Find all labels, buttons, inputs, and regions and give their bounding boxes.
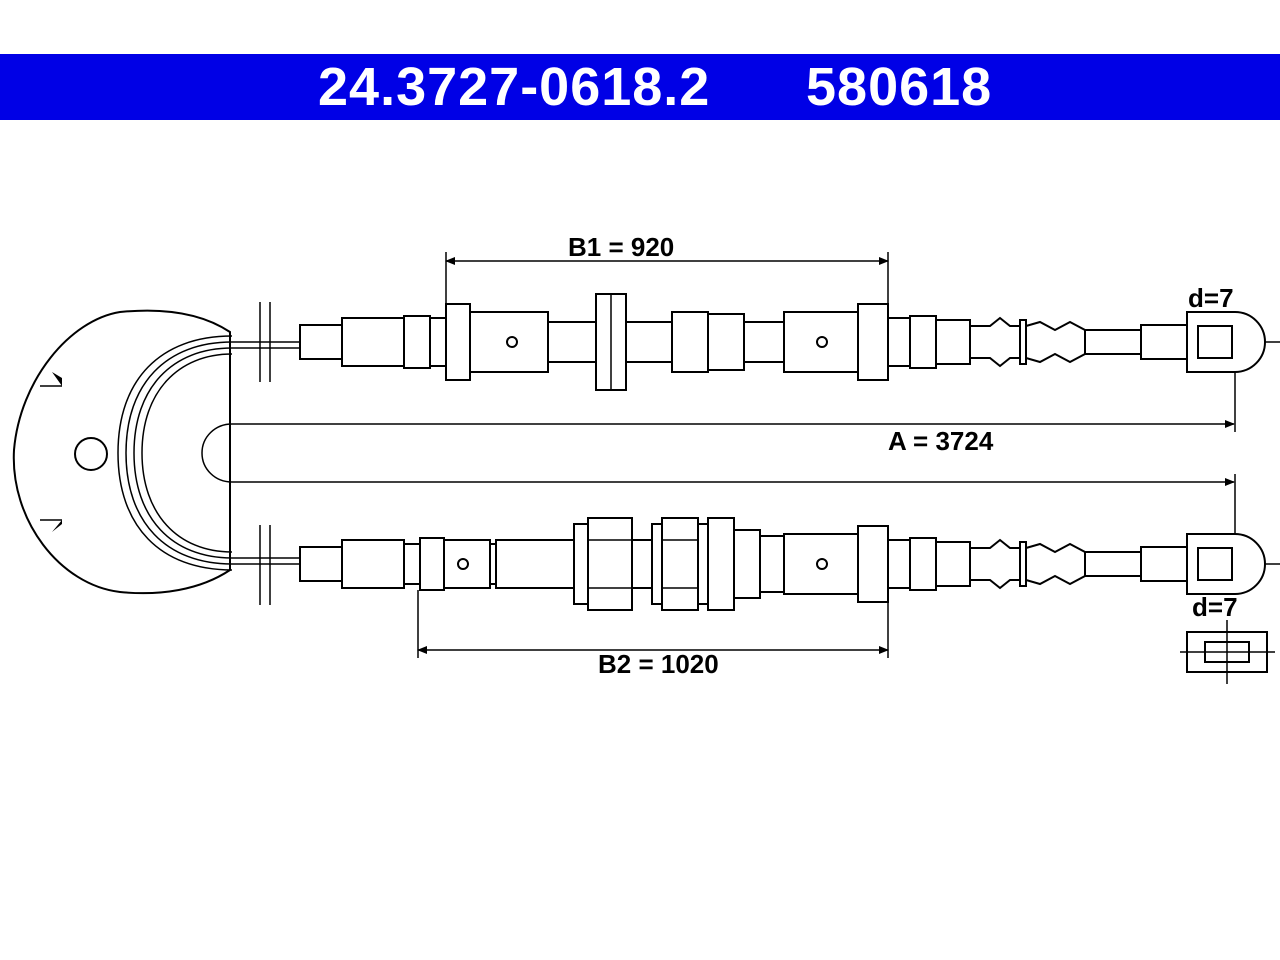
reference-number: 580618 bbox=[806, 57, 993, 117]
upper-cable bbox=[232, 293, 1280, 391]
dimension-b1 bbox=[445, 252, 889, 304]
u-cable bbox=[117, 335, 233, 571]
dimension-a-label: A = 3724 bbox=[888, 426, 994, 456]
header-bar: 24.3727-0618.2 580618 bbox=[0, 54, 1280, 120]
part-number: 24.3727-0618.2 bbox=[318, 57, 711, 117]
dimension-b1-label: B1 = 920 bbox=[568, 232, 674, 262]
lower-cable bbox=[232, 517, 1280, 611]
end-detail bbox=[1180, 620, 1275, 684]
dimension-b2-label: B2 = 1020 bbox=[598, 649, 719, 679]
mounting-hole bbox=[74, 437, 108, 471]
dimension-b2 bbox=[417, 590, 889, 658]
mounting-bracket bbox=[12, 309, 231, 595]
diameter-bottom-label: d=7 bbox=[1192, 592, 1238, 622]
diameter-top-label: d=7 bbox=[1188, 283, 1234, 313]
dimension-a bbox=[201, 372, 1236, 534]
